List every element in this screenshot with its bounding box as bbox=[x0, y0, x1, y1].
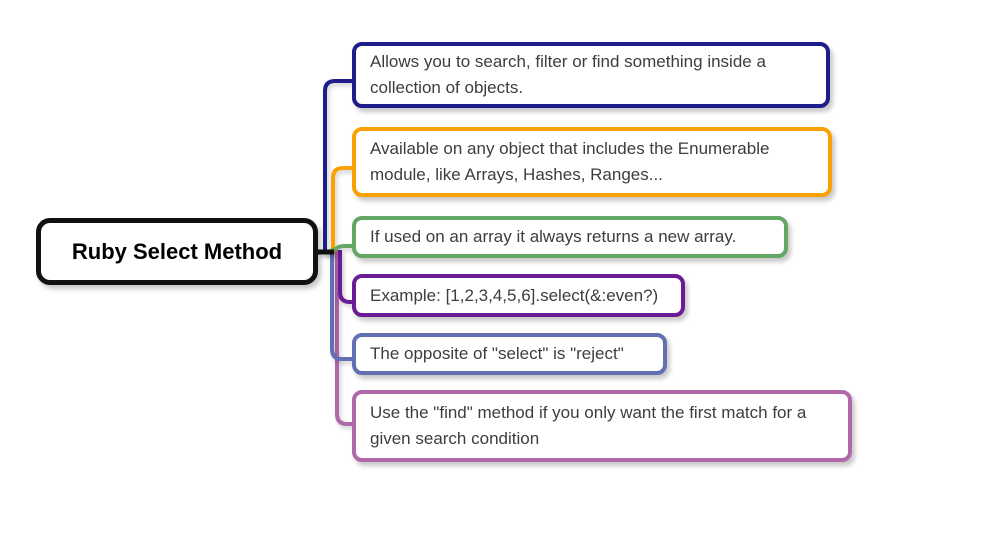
connector-branch-5 bbox=[330, 250, 356, 361]
connector-branch-1 bbox=[323, 79, 356, 254]
branch-label: The opposite of "select" is "reject" bbox=[370, 344, 624, 363]
branch-label: Use the "find" method if you only want t… bbox=[370, 403, 807, 448]
branch-node-find-method-first-match[interactable]: Use the "find" method if you only want t… bbox=[352, 390, 852, 462]
root-topic-label: Ruby Select Method bbox=[71, 238, 283, 264]
branch-label: If used on an array it always returns a … bbox=[370, 227, 737, 246]
branch-label: Allows you to search, filter or find som… bbox=[370, 52, 766, 97]
branch-node-example-select-even[interactable]: Example: [1,2,3,4,5,6].select(&:even?) bbox=[352, 274, 685, 317]
connector-branch-2 bbox=[331, 166, 356, 254]
branch-node-returns-new-array[interactable]: If used on an array it always returns a … bbox=[352, 216, 788, 258]
branch-node-enumerable-module[interactable]: Available on any object that includes th… bbox=[352, 127, 832, 197]
branch-label: Example: [1,2,3,4,5,6].select(&:even?) bbox=[370, 285, 659, 305]
branch-node-search-filter-find[interactable]: Allows you to search, filter or find som… bbox=[352, 42, 830, 108]
branch-node-opposite-reject[interactable]: The opposite of "select" is "reject" bbox=[352, 333, 667, 375]
connector-branch-6 bbox=[335, 250, 356, 426]
branch-label: Available on any object that includes th… bbox=[370, 139, 770, 184]
root-topic-node[interactable]: Ruby Select Method bbox=[36, 218, 318, 285]
connector-branch-4 bbox=[338, 250, 356, 304]
